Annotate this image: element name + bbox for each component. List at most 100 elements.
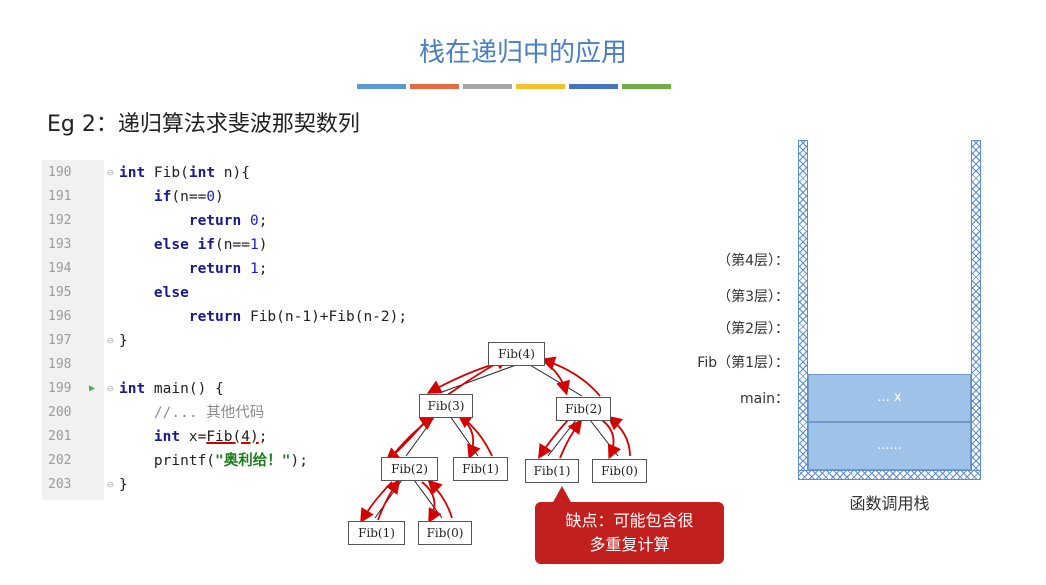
code-token: 1 (249, 261, 259, 277)
stack-layer-label-4: （第4层）： (717, 253, 789, 269)
code-token: "奥利给！" (215, 453, 291, 469)
code-line: 200 //... 其他代码 (42, 401, 482, 425)
line-number: 192 (48, 213, 72, 228)
call-arrow (540, 356, 601, 397)
line-number: 194 (48, 261, 72, 276)
color-bar-4 (516, 84, 565, 89)
code-token (119, 453, 154, 469)
stack-caption: 函数调用栈 (849, 494, 930, 513)
code-text: //... 其他代码 (119, 401, 264, 425)
code-token (119, 213, 189, 229)
callout-tail (552, 486, 572, 504)
code-token (119, 405, 154, 421)
tree-node-fib2: Fib(2) (381, 457, 438, 481)
stack-layer-label-3: （第3层）： (717, 289, 789, 305)
code-line: 197 ⊖} (42, 329, 482, 353)
code-token: int (119, 165, 146, 181)
code-text: } (119, 473, 128, 497)
stack-layer-label-1: Fib（第1层）： (697, 355, 789, 371)
code-text: int main() { (119, 377, 224, 401)
line-number: 199 (48, 381, 72, 396)
code-line: 203 ⊖} (42, 473, 482, 497)
tree-node-fib0: Fib(0) (418, 521, 472, 545)
code-token: x= (180, 429, 207, 445)
code-token: if (153, 189, 172, 205)
code-token: Fib(4) (206, 429, 259, 445)
line-number: 191 (48, 189, 72, 204)
edge (413, 479, 443, 519)
line-number: 197 (48, 333, 72, 348)
tree-node-fib1: Fib(1) (525, 459, 579, 483)
stack-bottom-wall (798, 470, 981, 480)
code-token: } (119, 333, 128, 349)
code-token: ) (215, 189, 224, 205)
color-bar-5 (569, 84, 618, 89)
code-line: 195 else (42, 281, 482, 305)
line-number-gutter (42, 160, 104, 500)
code-token: Fib( (145, 165, 189, 181)
stack-frame-main: ... x (808, 374, 971, 422)
run-arrow-icon[interactable]: ▶ (89, 383, 96, 394)
code-line: 199 ▶ ⊖ int main() { (42, 377, 482, 401)
code-token: Fib(n-1)+Fib(n-2); (241, 309, 408, 325)
code-token: ; (258, 213, 268, 229)
call-arrow (538, 419, 569, 460)
code-text: if(n==0) (119, 185, 224, 209)
line-number: 201 (48, 429, 72, 444)
color-bar-6 (622, 84, 671, 89)
code-token: return (188, 213, 242, 229)
tree-node-fib1: Fib(1) (348, 521, 405, 545)
fold-icon[interactable]: ⊖ (107, 478, 114, 491)
code-line: 191 if(n==0) (42, 185, 482, 209)
line-number: 200 (48, 405, 72, 420)
code-token (119, 309, 189, 325)
fold-icon[interactable]: ⊖ (107, 382, 114, 395)
code-token: ; (258, 261, 268, 277)
code-token (119, 429, 154, 445)
code-token: return (188, 261, 242, 277)
call-arrow (559, 419, 583, 459)
code-line: 198 (42, 353, 482, 377)
call-arrow (377, 479, 401, 521)
call-arrow (427, 479, 453, 519)
code-token (119, 237, 154, 253)
code-line: 196 return Fib(n-1)+Fib(n-2); (42, 305, 482, 329)
code-token: return (188, 309, 242, 325)
code-token (241, 213, 250, 229)
line-number: 193 (48, 237, 72, 252)
code-token: n){ (215, 165, 250, 181)
code-text: int Fib(int n){ (119, 161, 250, 185)
color-bar-3 (463, 84, 512, 89)
line-number: 203 (48, 477, 72, 492)
call-arrow (421, 481, 442, 524)
color-bar-2 (410, 84, 459, 89)
code-token: //... 其他代码 (153, 405, 265, 421)
callout-line-2: 多重复计算 (589, 535, 670, 554)
code-token: int (119, 381, 146, 397)
code-line: 194 return 1; (42, 257, 482, 281)
line-number: 190 (48, 165, 72, 180)
edge (529, 364, 583, 397)
stack-layer-label-main: main： (740, 391, 789, 407)
code-token: ); (290, 453, 308, 469)
edge (449, 415, 479, 457)
code-editor: 190⊖int Fib(int n){191 if(n==0)192 retur… (42, 160, 482, 500)
code-line: 202 printf("奥利给！"); (42, 449, 482, 473)
line-number: 198 (48, 357, 72, 372)
stack-frame-os: ...... (808, 422, 971, 470)
callout-line-1: 缺点：可能包含很 (565, 511, 694, 530)
code-token: printf( (153, 453, 216, 469)
code-text: return 1; (119, 257, 268, 281)
fold-icon[interactable]: ⊖ (107, 166, 114, 179)
tree-node-fib1: Fib(1) (453, 457, 508, 481)
line-number: 202 (48, 453, 72, 468)
code-text: else (119, 281, 189, 305)
call-arrow (601, 419, 622, 460)
code-text: return Fib(n-1)+Fib(n-2); (119, 305, 407, 329)
code-token: else if (153, 237, 216, 253)
code-text: int x=Fib(4); (119, 425, 268, 449)
call-arrow (457, 415, 481, 460)
code-line: 201 int x=Fib(4); (42, 425, 482, 449)
code-token (241, 261, 250, 277)
fold-icon[interactable]: ⊖ (107, 334, 114, 347)
